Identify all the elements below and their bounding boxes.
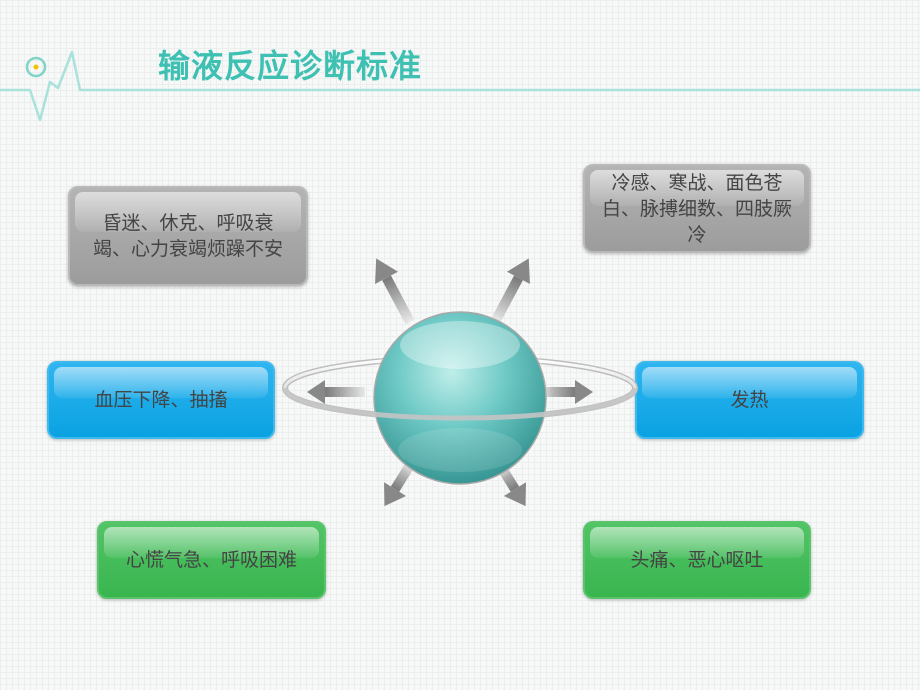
arrow-left-icon [307,380,365,404]
symptom-text-top-right: 冷感、寒战、面色苍白、脉搏细数、四肢厥冷 [601,171,792,246]
heartbeat-line-icon [0,50,920,122]
page-title: 输液反应诊断标准 [158,47,423,85]
symptom-text-bottom-right: 头痛、恶心呕吐 [630,549,764,571]
arrow-up-right-icon [490,258,530,325]
symptom-text-mid-left: 血压下降、抽搐 [94,389,228,411]
central-sphere-hub [282,258,638,507]
orbit-ring-front [282,387,638,421]
symptom-text-bottom-left: 心慌气急、呼吸困难 [125,549,297,571]
symptom-box-mid-right: 发热 [635,361,864,439]
pulse-circle-icon [25,56,47,78]
symptom-box-bottom-right: 头痛、恶心呕吐 [583,521,811,599]
symptom-text-mid-right: 发热 [730,389,769,411]
symptom-box-top-right: 冷感、寒战、面色苍白、脉搏细数、四肢厥冷 [583,164,811,253]
symptom-box-bottom-left: 心慌气急、呼吸困难 [97,521,326,599]
symptom-box-mid-left: 血压下降、抽搐 [47,361,275,439]
central-sphere [373,311,547,485]
arrow-right-icon [535,380,593,404]
arrow-up-left-icon [375,258,415,325]
symptom-text-top-left: 昏迷、休克、呼吸衰竭、心力衰竭烦躁不安 [92,212,283,260]
symptom-box-top-left: 昏迷、休克、呼吸衰竭、心力衰竭烦躁不安 [68,186,308,286]
heartbeat-line-decoration [0,50,920,122]
